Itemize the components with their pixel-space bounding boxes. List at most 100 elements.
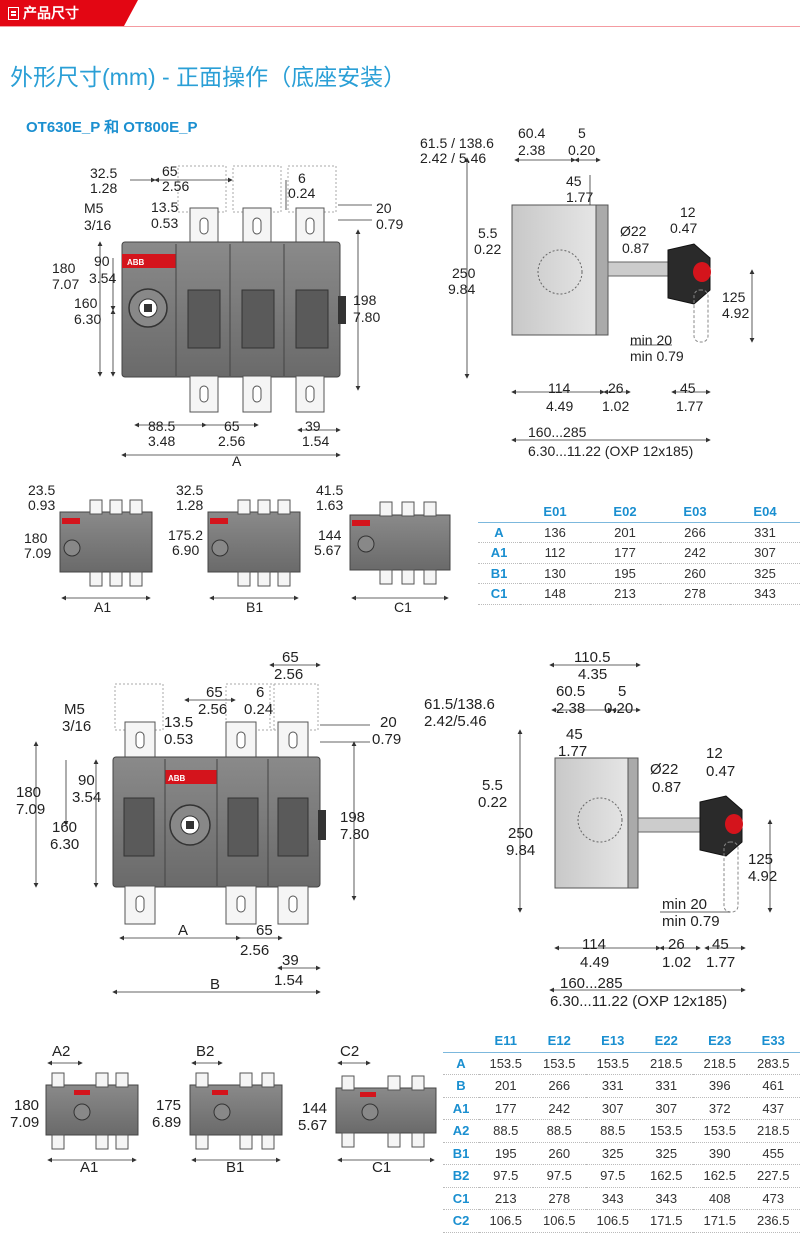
table-header-cell: E23 — [708, 1033, 732, 1049]
table-cell: 408 — [708, 1190, 731, 1206]
table-header-row: E11 E12 E13 E22 E23 E33 — [443, 1030, 800, 1052]
dim-label: 13.5 — [164, 714, 193, 731]
dim-label: 5.5 — [478, 225, 498, 241]
dim-label: 7.80 — [353, 309, 380, 325]
dim-label: 4.35 — [578, 666, 607, 683]
dim-label: 144 — [318, 527, 342, 543]
table-header-cell: E02 — [613, 504, 637, 520]
dim-label: 65 — [282, 649, 299, 666]
small-view-c1: 41.5 1.63 144 5.67 C1 — [314, 482, 451, 615]
small-views-2: A2 180 7.09 A1 B2 175 6.89 B1 — [10, 1043, 437, 1176]
table-cell: 195 — [614, 565, 636, 581]
dim-label: 0.47 — [706, 763, 735, 780]
dim-label: 7.09 — [16, 801, 45, 818]
handle-swing — [693, 289, 709, 343]
dim-label: 23.5 — [28, 482, 55, 498]
terminal-hole — [252, 385, 262, 403]
table-cell: 153.5 — [596, 1055, 630, 1071]
row-label: B1 — [490, 565, 508, 581]
table-cell: 325 — [655, 1145, 678, 1161]
dim-label: 41.5 — [316, 482, 343, 498]
table-cell: 242 — [684, 545, 706, 561]
dim-label: 250 — [452, 265, 476, 281]
dim-label: 60.4 — [518, 125, 545, 141]
dim-label: 7.07 — [52, 276, 79, 292]
dim-label: 0.20 — [568, 142, 595, 158]
dim-label: 1.02 — [602, 398, 629, 414]
dim-label: min 20 — [662, 896, 707, 913]
dim-label: 20 — [380, 714, 397, 731]
shaft — [607, 261, 669, 277]
dim-label: 60.5 — [556, 683, 585, 700]
table-cell: 213 — [494, 1190, 517, 1206]
dim-label: A — [178, 922, 188, 939]
dim-label: min 0.79 — [662, 913, 720, 930]
dim-label: M5 — [64, 701, 85, 718]
table-cell: 278 — [548, 1190, 571, 1206]
dim-label: M5 — [84, 200, 104, 216]
table-cell: 88.5 — [600, 1123, 626, 1139]
row-label: B — [456, 1078, 466, 1094]
table-cell: 260 — [548, 1145, 571, 1161]
dim-label: 4.49 — [546, 398, 573, 414]
table-cell: 218.5 — [756, 1123, 790, 1139]
dim-label: 4.92 — [748, 868, 777, 885]
dim-label: 160...285 — [528, 424, 587, 440]
dim-label: 3/16 — [84, 217, 111, 233]
table-header-cell: E33 — [761, 1033, 785, 1049]
pole-window — [187, 289, 221, 349]
dim-label: 180 — [24, 530, 48, 546]
dim-label: 0.22 — [478, 794, 507, 811]
dim-label: 2.38 — [556, 700, 585, 717]
dim-label: 1.54 — [302, 433, 329, 449]
dim-label: 6.30...11.22 (OXP 12x185) — [550, 993, 727, 1010]
dim-label: 114 — [548, 380, 571, 396]
dim-label: 0.79 — [372, 731, 401, 748]
dim-label: 2.56 — [240, 942, 269, 959]
table-cell: 153.5 — [649, 1123, 683, 1139]
dim-label: 61.5 / 138.6 — [420, 135, 494, 151]
dim-label: 198 — [353, 292, 377, 308]
dim-label: 5 — [618, 683, 626, 700]
table-row: A1 112 177 242 307 — [478, 543, 800, 563]
table-cell: 106.5 — [542, 1213, 576, 1229]
dim-label: 6.89 — [152, 1114, 181, 1131]
terminal-hole — [305, 217, 315, 235]
dim-label: 1.77 — [558, 743, 587, 760]
dim-label: 6.30 — [74, 311, 101, 327]
dim-label: 175.2 — [168, 527, 203, 543]
dim-label: 45 — [680, 380, 696, 396]
table-cell: 171.5 — [703, 1213, 737, 1229]
dim-label: 9.84 — [448, 281, 475, 297]
table-cell: 473 — [762, 1190, 785, 1206]
dim-label: Ø22 — [620, 223, 647, 239]
row-label: C2 — [452, 1213, 470, 1229]
dim-label: 3/16 — [62, 718, 91, 735]
handle — [667, 243, 711, 305]
table-cell: 372 — [708, 1100, 731, 1116]
dim-label: 45 — [566, 173, 582, 189]
dim-label: C1 — [372, 1159, 391, 1176]
dim-label: 2.56 — [162, 178, 189, 194]
dim-label: 9.84 — [506, 842, 535, 859]
dim-label: A1 — [80, 1159, 98, 1176]
dim-label: 32.5 — [90, 165, 117, 181]
dim-label: 5.67 — [298, 1117, 327, 1134]
table-row: C1 213 278 343 343 408 473 — [443, 1187, 800, 1210]
dim-label: 2.56 — [274, 666, 303, 683]
table-row: A1 177 242 307 307 372 437 — [443, 1097, 800, 1120]
table-row: B1 130 195 260 325 — [478, 563, 800, 584]
handle-square — [144, 304, 152, 312]
dim-label: 2.42 / 5.46 — [420, 150, 486, 166]
terminal — [189, 375, 219, 413]
row-label: C1 — [490, 586, 508, 602]
dim-label: 0.79 — [376, 216, 403, 232]
dim-label: 12 — [680, 204, 696, 220]
table-cell: 97.5 — [546, 1168, 572, 1184]
table-cell: 218.5 — [703, 1055, 737, 1071]
dim-label: 1.77 — [706, 954, 735, 971]
dim-label: 0.93 — [28, 497, 55, 513]
table-header-cell: E11 — [494, 1033, 517, 1049]
section-tag-label: 产品尺寸 — [23, 5, 79, 21]
dim-label: 13.5 — [151, 199, 178, 215]
